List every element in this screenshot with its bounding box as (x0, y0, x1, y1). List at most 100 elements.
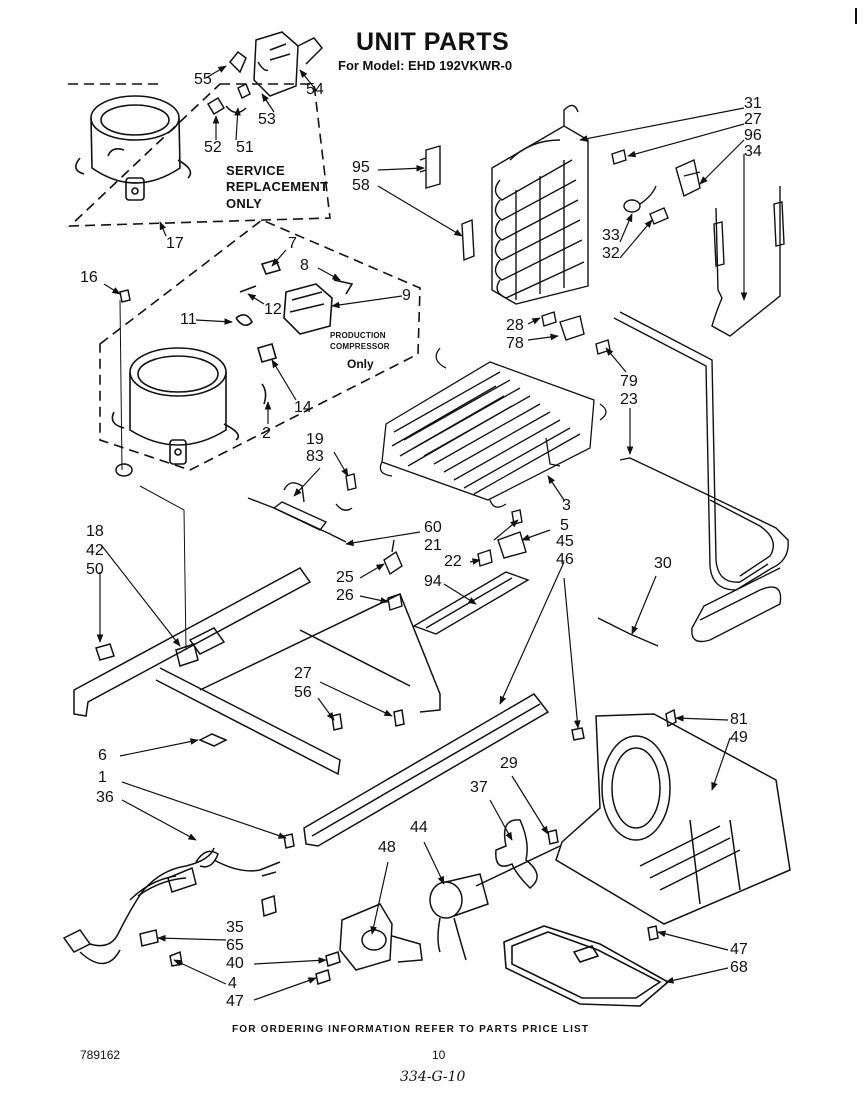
callout-94: 94 (424, 573, 442, 590)
callout-52: 52 (204, 139, 222, 156)
callout-4: 4 (228, 975, 237, 992)
callout-68: 68 (730, 959, 748, 976)
callout-12: 12 (264, 301, 282, 318)
part-60-drier-line (248, 498, 346, 542)
part-16-screw (120, 290, 130, 302)
document-number: 789162 (80, 1048, 121, 1062)
callout-3: 3 (562, 497, 571, 514)
part-79 (596, 340, 610, 354)
part-4 (170, 952, 182, 966)
part-5 (498, 532, 526, 558)
part-52 (208, 98, 224, 114)
part-22 (478, 550, 492, 566)
callout-32: 32 (602, 245, 620, 262)
callout-14: 14 (294, 399, 312, 416)
callout-40: 40 (226, 955, 244, 972)
part-29 (548, 830, 558, 844)
callout-17: 17 (166, 235, 184, 252)
part-33 (624, 200, 640, 212)
part-58 (462, 220, 474, 260)
service-compressor-group (68, 84, 330, 226)
callout-23: 23 (620, 391, 638, 408)
callout-47-right: 47 (730, 941, 748, 958)
callout-42: 42 (86, 542, 104, 559)
callout-1: 1 (98, 769, 107, 786)
production-note-line1: PRODUCTION (330, 331, 386, 340)
part-47a (316, 970, 330, 984)
part-65 (140, 930, 158, 946)
callout-36: 36 (96, 789, 114, 806)
callout-34: 34 (744, 143, 762, 160)
part-8-clip (334, 280, 352, 294)
part-19 (346, 474, 356, 490)
callout-54: 54 (306, 81, 324, 98)
part-34-tube (712, 186, 780, 336)
power-cord (64, 834, 294, 966)
callout-60: 60 (424, 519, 442, 536)
part-40-screw (326, 952, 340, 966)
callout-9: 9 (402, 287, 411, 304)
callout-37: 37 (470, 779, 488, 796)
part-7 (262, 260, 280, 274)
fan-bracket (556, 710, 790, 940)
callout-18: 18 (86, 523, 104, 540)
page-title: UNIT PARTS (356, 28, 510, 56)
callout-2: 2 (262, 425, 271, 442)
part-25 (384, 540, 402, 574)
part-11 (236, 315, 252, 325)
part-35 (262, 896, 276, 916)
callout-7: 7 (288, 235, 297, 252)
callout-26: 26 (336, 587, 354, 604)
part-1-screw (284, 834, 294, 848)
callout-95: 95 (352, 159, 370, 176)
part-27a (612, 150, 626, 164)
callout-79: 79 (620, 373, 638, 390)
part-6 (200, 734, 226, 746)
production-note-line3: Only (347, 357, 374, 371)
part-54-cover (254, 32, 298, 96)
part-2 (262, 384, 266, 404)
callout-35: 35 (226, 919, 244, 936)
callout-6: 6 (98, 747, 107, 764)
base-frame (74, 290, 440, 774)
plug (64, 930, 90, 952)
part-95 (420, 146, 440, 188)
callout-65: 65 (226, 937, 244, 954)
callout-51: 51 (236, 139, 254, 156)
part-14 (258, 344, 276, 362)
service-note-line3: ONLY (226, 196, 263, 211)
callout-30: 30 (654, 555, 672, 572)
drain-pan (504, 926, 668, 1006)
callout-31: 31 (744, 95, 762, 112)
part-47b (648, 926, 658, 940)
relay-parts-top (208, 32, 322, 114)
part-56 (332, 714, 342, 730)
evaporator-small-parts (420, 146, 784, 354)
callout-25: 25 (336, 569, 354, 586)
callout-33: 33 (602, 227, 620, 244)
part-50 (96, 644, 114, 660)
service-note-line2: REPLACEMENT (226, 179, 329, 194)
part-12 (240, 286, 256, 292)
callout-47-left: 47 (226, 993, 244, 1010)
part-44-motor (430, 882, 462, 918)
part-96 (676, 160, 700, 196)
callout-50: 50 (86, 561, 104, 578)
callout-11: 11 (180, 311, 197, 328)
callout-49: 49 (730, 729, 748, 746)
part-53 (238, 84, 250, 98)
callout-19: 19 (306, 431, 324, 448)
service-note-line1: SERVICE (226, 163, 285, 178)
part-18-grommet (116, 464, 132, 476)
callout-46: 46 (556, 551, 574, 568)
tubing-23 (614, 312, 788, 642)
callout-56: 56 (294, 684, 312, 701)
production-note-line2: COMPRESSOR (330, 342, 390, 351)
ordering-info-footer: FOR ORDERING INFORMATION REFER TO PARTS … (232, 1024, 590, 1035)
callout-96: 96 (744, 127, 762, 144)
handwritten-note: 334-G-10 (400, 1069, 466, 1085)
callout-58: 58 (352, 177, 370, 194)
part-78 (560, 316, 584, 340)
